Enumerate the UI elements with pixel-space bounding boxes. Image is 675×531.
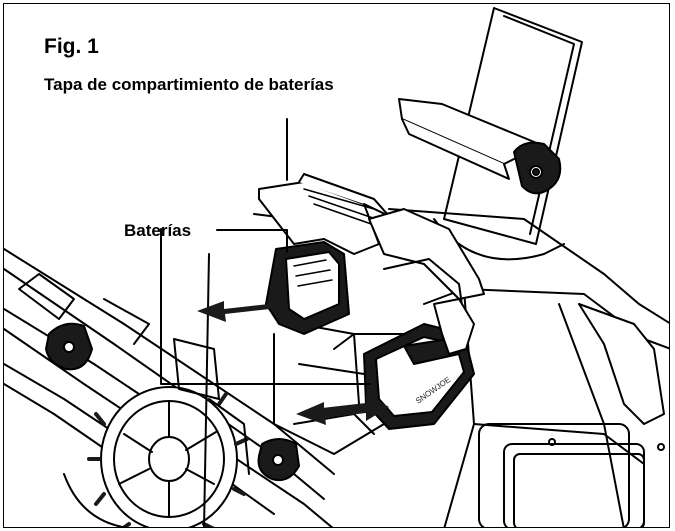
figure-title: Fig. 1 [44,35,99,58]
callout-leaders [160,118,371,385]
battery-cover-callout: Tapa de compartimiento de baterías [44,75,334,94]
battery-leader-lower [160,228,371,385]
removal-arrow-upper [197,301,270,322]
snow-thrower-illustration: SNOWJOE [4,7,669,527]
battery-cover [258,173,485,335]
motor-housing [388,208,669,527]
figure-frame: SNOWJOE Fig. 1 Tapa de compartimiento de… [3,3,670,528]
removal-arrow-lower [296,394,389,425]
battery-upper [265,241,350,335]
handle-knob-lower [257,438,300,482]
batteries-callout: Baterías [124,221,192,240]
battery-cover-latch [433,298,475,355]
chute-knob [513,141,562,195]
handle-knob-left [45,322,93,371]
battery-leader-upper [216,229,288,253]
wheel [63,386,249,527]
